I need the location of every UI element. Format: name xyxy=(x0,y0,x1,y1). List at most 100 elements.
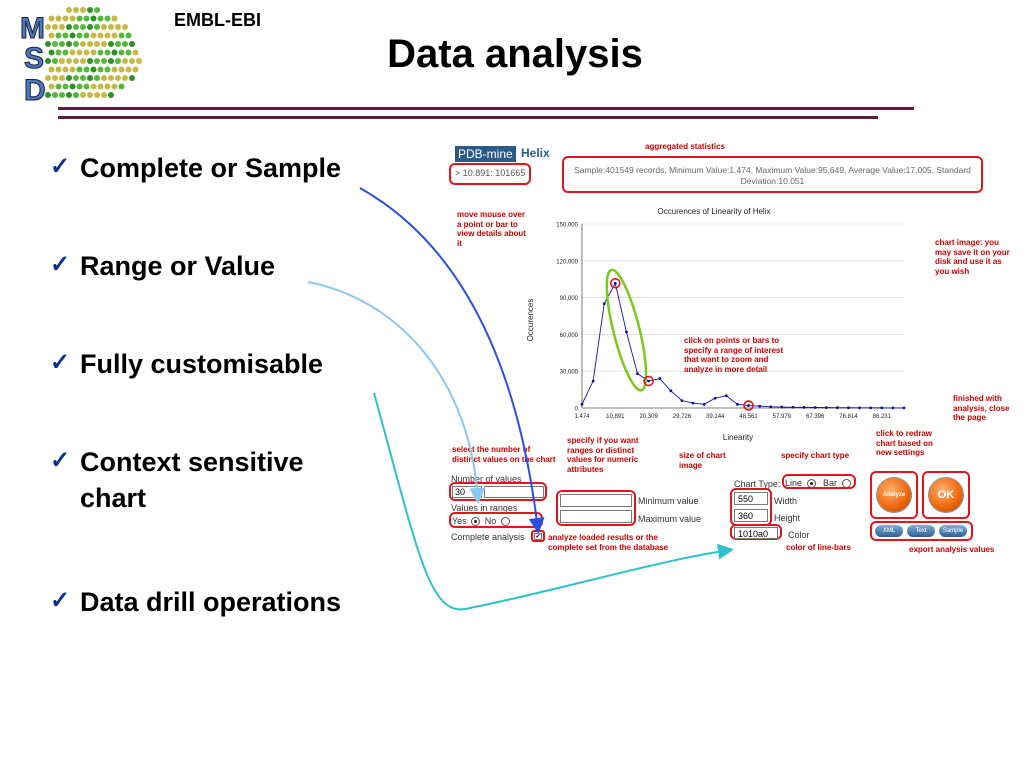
yes-radio[interactable] xyxy=(471,517,481,527)
line-label: Line xyxy=(785,478,803,488)
chart-point xyxy=(591,379,595,383)
ok-button[interactable]: OK xyxy=(929,478,963,512)
logo-dot xyxy=(104,49,111,56)
logo-dot xyxy=(104,66,111,73)
values-in-ranges-label: Values in ranges xyxy=(451,503,518,513)
ok-button-highlight xyxy=(922,471,970,519)
logo-dot xyxy=(118,49,125,56)
logo-dot xyxy=(125,66,132,73)
logo-dot xyxy=(62,83,69,90)
chart-point xyxy=(713,396,717,400)
bullet-text: Range or Value xyxy=(80,251,276,281)
logo-dot xyxy=(62,32,69,39)
maximum-value-input[interactable] xyxy=(560,510,632,523)
chart-point xyxy=(858,406,861,410)
logo-dot xyxy=(125,49,132,56)
export-sample-button[interactable]: Sample xyxy=(939,525,967,537)
logo-dot xyxy=(108,92,114,98)
chart-point xyxy=(891,406,895,410)
chart-point xyxy=(736,402,739,406)
chart-y-tick-label: 150,000 xyxy=(556,223,578,229)
linearity-chart[interactable]: Occurences of Linearity of Helix Occuren… xyxy=(509,200,929,452)
logo-dot xyxy=(94,41,100,47)
logo-dot xyxy=(83,66,90,73)
minimum-value-label: Minimum value xyxy=(638,496,699,506)
chart-point xyxy=(802,405,806,409)
chart-point xyxy=(902,406,906,410)
export-xml-button[interactable]: XML xyxy=(875,525,903,537)
chart-y-tick-label: 0 xyxy=(575,407,579,413)
no-radio[interactable] xyxy=(500,517,510,527)
logo-dot xyxy=(90,83,97,90)
export-text-button[interactable]: Text xyxy=(907,525,935,537)
chart-type-highlight xyxy=(782,474,856,489)
chart-selected-point-ring xyxy=(743,400,754,411)
chart-point xyxy=(636,372,639,376)
logo-dot xyxy=(69,15,76,22)
height-input[interactable]: 360 xyxy=(734,509,768,522)
analyze-button[interactable]: Analyze xyxy=(877,478,911,512)
color-input[interactable]: 1010a0 xyxy=(734,527,778,539)
logo-dot xyxy=(83,32,90,39)
bar-radio[interactable] xyxy=(841,479,851,489)
chart-point xyxy=(769,405,773,409)
logo-dot xyxy=(108,75,114,81)
logo-dot xyxy=(122,58,128,64)
complete-analysis-label: Complete analysis xyxy=(451,532,525,542)
logo-dot xyxy=(73,24,79,30)
chart-selected-point-ring xyxy=(643,375,654,387)
logo-dot xyxy=(129,58,135,64)
chart-point xyxy=(747,404,750,407)
logo-dot xyxy=(90,15,97,22)
logo-dot xyxy=(111,83,118,90)
checkmark-icon: ✓ xyxy=(50,587,71,614)
logo-dot xyxy=(52,58,58,64)
logo-dot xyxy=(111,49,118,56)
logo-dot xyxy=(87,7,93,13)
arrow-range-or-value xyxy=(307,281,486,504)
logo-dot xyxy=(45,41,51,47)
logo-dot xyxy=(76,83,83,90)
logo-dot xyxy=(76,15,83,22)
chart-x-tick-label: 86.231 xyxy=(873,414,892,420)
color-of-lines-note: color of line-bars xyxy=(786,543,851,552)
logo-dot xyxy=(97,32,104,39)
logo-dot xyxy=(90,66,97,73)
chart-point xyxy=(880,406,884,410)
page-title: Data analysis xyxy=(387,32,643,76)
color-label: Color xyxy=(788,530,810,540)
pdb-mine-brand: PDB-mine xyxy=(455,146,516,162)
logo-letter: M xyxy=(20,12,45,45)
chart-point xyxy=(758,404,762,408)
logo-dot xyxy=(94,58,100,64)
logo-dot xyxy=(80,7,86,13)
logo-dot xyxy=(45,24,51,30)
chart-y-tick-label: 30,000 xyxy=(560,370,579,376)
chart-series-line xyxy=(581,282,905,409)
bullet-item: ✓ Data drill operations xyxy=(50,584,341,620)
chart-x-tick-label: 57.979 xyxy=(773,414,792,420)
bullet-text: Data drill operations xyxy=(80,587,342,617)
logo-dot xyxy=(69,83,76,90)
chart-type-radios: Line Bar xyxy=(785,478,853,489)
minimum-value-input[interactable] xyxy=(560,494,632,507)
line-radio[interactable] xyxy=(806,479,816,489)
logo-dot xyxy=(101,58,107,64)
logo-dot xyxy=(52,75,58,81)
chart-point xyxy=(602,302,606,306)
logo-dot xyxy=(94,24,100,30)
chart-y-tick-label: 60,000 xyxy=(560,333,579,339)
logo-dot xyxy=(115,58,121,64)
logo-dot xyxy=(69,32,76,39)
logo-dot xyxy=(45,92,51,98)
chart-point xyxy=(680,399,684,403)
chart-point xyxy=(724,394,728,398)
width-input[interactable]: 550 xyxy=(734,492,768,505)
logo-dot xyxy=(52,41,58,47)
organization-label: EMBL-EBI xyxy=(174,10,261,30)
